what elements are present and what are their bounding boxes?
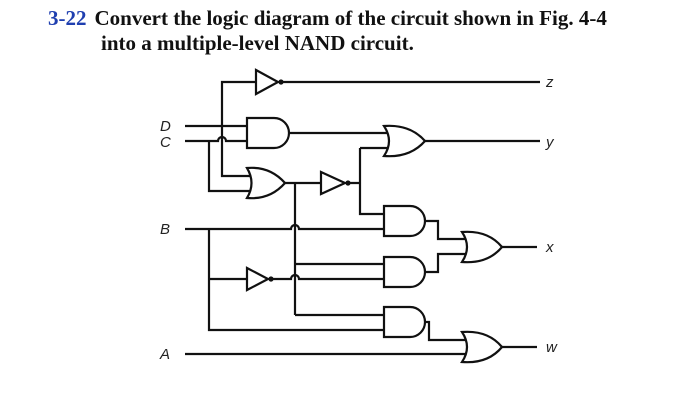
input-label-a: A (159, 346, 170, 363)
or-gate-y (382, 124, 427, 158)
output-label-z: z (545, 74, 554, 91)
wire-b-branch (207, 229, 384, 332)
inverter-bubble-2 (345, 180, 351, 186)
and-gate-1 (245, 116, 291, 150)
inverter-bubble-z (278, 79, 284, 85)
and-gate-2 (382, 204, 427, 238)
wire-inv2-out (350, 146, 389, 216)
wire-d-branch (220, 80, 256, 178)
inverter-2 (319, 170, 348, 196)
inverter-3 (245, 266, 271, 292)
problem-number: 3-22 (48, 6, 87, 30)
problem-text-line2: into a multiple-level NAND circuit. (101, 31, 414, 55)
or-gate-1 (245, 166, 287, 200)
wire-c (185, 135, 247, 143)
wire-b (185, 223, 384, 231)
wire-c-branch (207, 141, 251, 193)
wire-and4-out (425, 320, 466, 342)
inverter-bubble-3 (268, 276, 274, 282)
input-label-d: D (160, 118, 171, 135)
inverter-z (254, 68, 281, 96)
input-label-b: B (160, 221, 170, 238)
wire-inv3-out (273, 273, 384, 281)
and-gate-3 (382, 255, 427, 289)
output-label-w: w (546, 339, 558, 356)
problem-statement: 3-22 Convert the logic diagram of the cir… (48, 6, 607, 56)
output-label-y: y (545, 134, 555, 151)
problem-text-line1: Convert the logic diagram of the circuit… (94, 6, 607, 30)
wire-or1-out (285, 181, 321, 315)
or-gate-x (460, 230, 504, 264)
input-label-c: C (160, 134, 171, 151)
wire-and3-out (425, 252, 466, 274)
output-label-x: x (545, 239, 554, 256)
and-gate-4 (382, 305, 427, 339)
or-gate-w (460, 330, 504, 364)
wire-or1-to-and3 (295, 262, 384, 317)
wire-and2-out (425, 219, 466, 241)
